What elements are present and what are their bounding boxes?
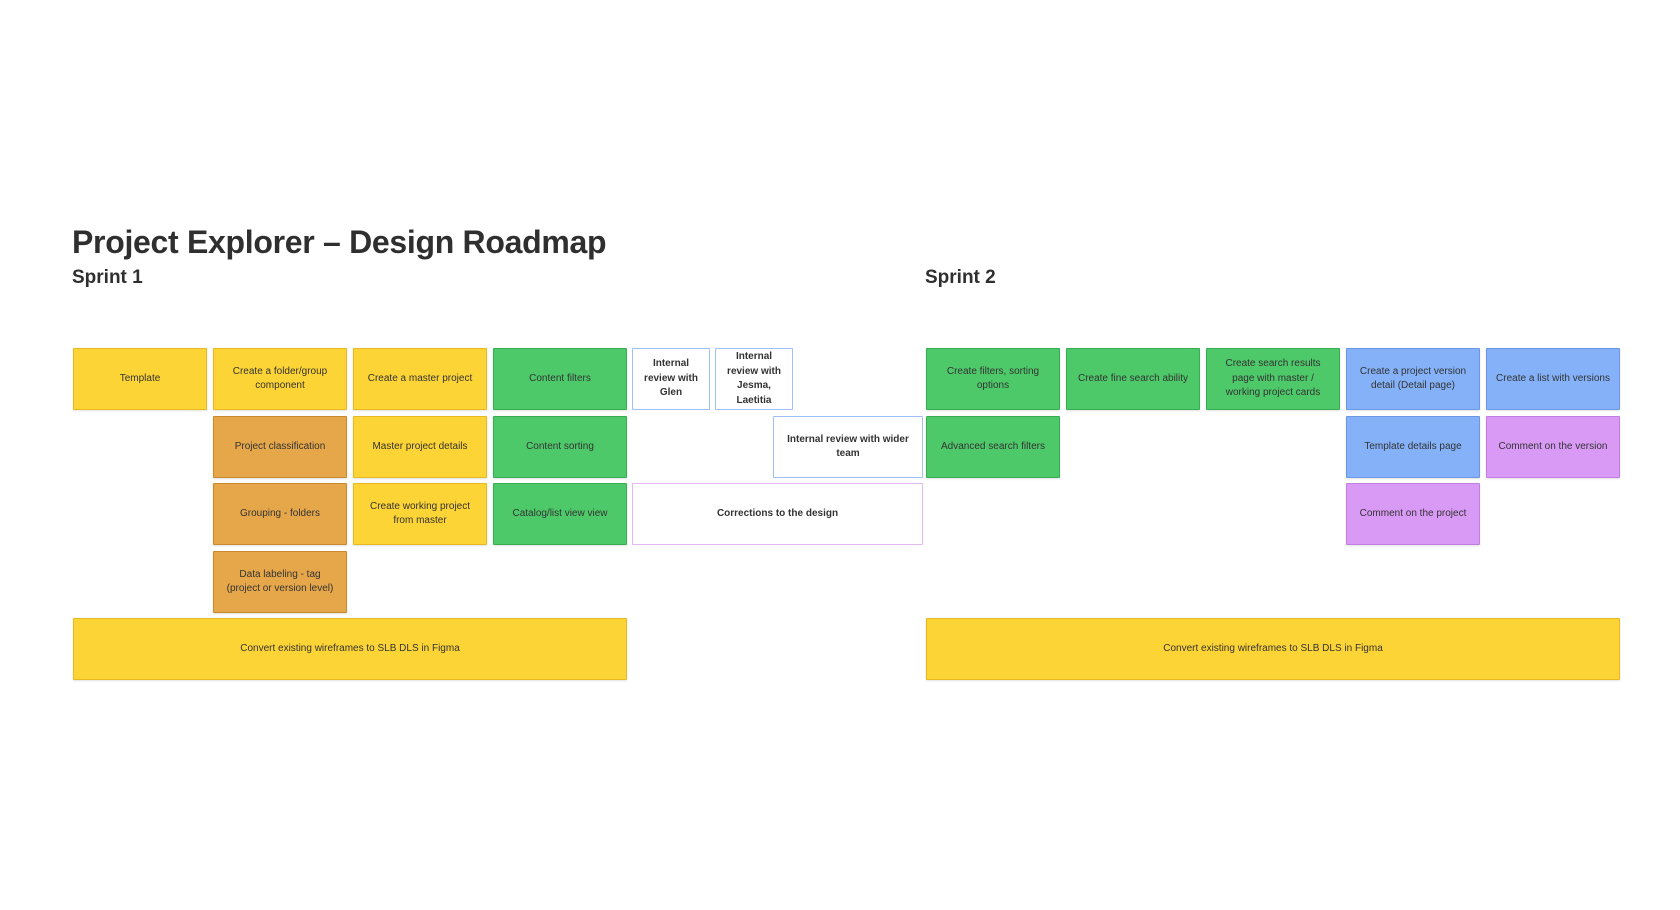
sprint-2-heading: Sprint 2: [925, 267, 996, 288]
sticky-note-create-search-results-page[interactable]: Create search results page with master /…: [1206, 348, 1340, 410]
sticky-note-create-list-with-versions[interactable]: Create a list with versions: [1486, 348, 1620, 410]
sticky-note-convert-wireframes-sprint-2[interactable]: Convert existing wireframes to SLB DLS i…: [926, 618, 1620, 680]
sticky-note-comment-on-project[interactable]: Comment on the project: [1346, 483, 1480, 545]
sticky-note-corrections-to-design[interactable]: Corrections to the design: [632, 483, 923, 545]
sticky-note-create-folder-group-component[interactable]: Create a folder/group component: [213, 348, 347, 410]
sticky-note-content-filters[interactable]: Content filters: [493, 348, 627, 410]
sticky-note-create-working-project[interactable]: Create working project from master: [353, 483, 487, 545]
sticky-note-create-filters-sorting-options[interactable]: Create filters, sorting options: [926, 348, 1060, 410]
sticky-note-project-classification[interactable]: Project classification: [213, 416, 347, 478]
sticky-note-create-fine-search-ability[interactable]: Create fine search ability: [1066, 348, 1200, 410]
sticky-note-master-project-details[interactable]: Master project details: [353, 416, 487, 478]
sticky-note-template-details-page[interactable]: Template details page: [1346, 416, 1480, 478]
sticky-note-data-labeling-tag[interactable]: Data labeling - tag (project or version …: [213, 551, 347, 613]
sticky-note-internal-review-glen[interactable]: Internal review with Glen: [632, 348, 710, 410]
sticky-note-catalog-list-view[interactable]: Catalog/list view view: [493, 483, 627, 545]
sticky-note-advanced-search-filters[interactable]: Advanced search filters: [926, 416, 1060, 478]
sticky-note-template[interactable]: Template: [73, 348, 207, 410]
sticky-note-grouping-folders[interactable]: Grouping - folders: [213, 483, 347, 545]
page-title: Project Explorer – Design Roadmap: [72, 224, 607, 260]
sticky-note-create-project-version-detail[interactable]: Create a project version detail (Detail …: [1346, 348, 1480, 410]
sprint-1-heading: Sprint 1: [72, 267, 143, 288]
sticky-note-comment-on-version[interactable]: Comment on the version: [1486, 416, 1620, 478]
sticky-note-create-master-project[interactable]: Create a master project: [353, 348, 487, 410]
sticky-note-internal-review-wider-team[interactable]: Internal review with wider team: [773, 416, 923, 478]
sticky-note-content-sorting[interactable]: Content sorting: [493, 416, 627, 478]
sticky-note-internal-review-jesma-laetitia[interactable]: Internal review with Jesma, Laetitia: [715, 348, 793, 410]
sticky-note-convert-wireframes-sprint-1[interactable]: Convert existing wireframes to SLB DLS i…: [73, 618, 627, 680]
